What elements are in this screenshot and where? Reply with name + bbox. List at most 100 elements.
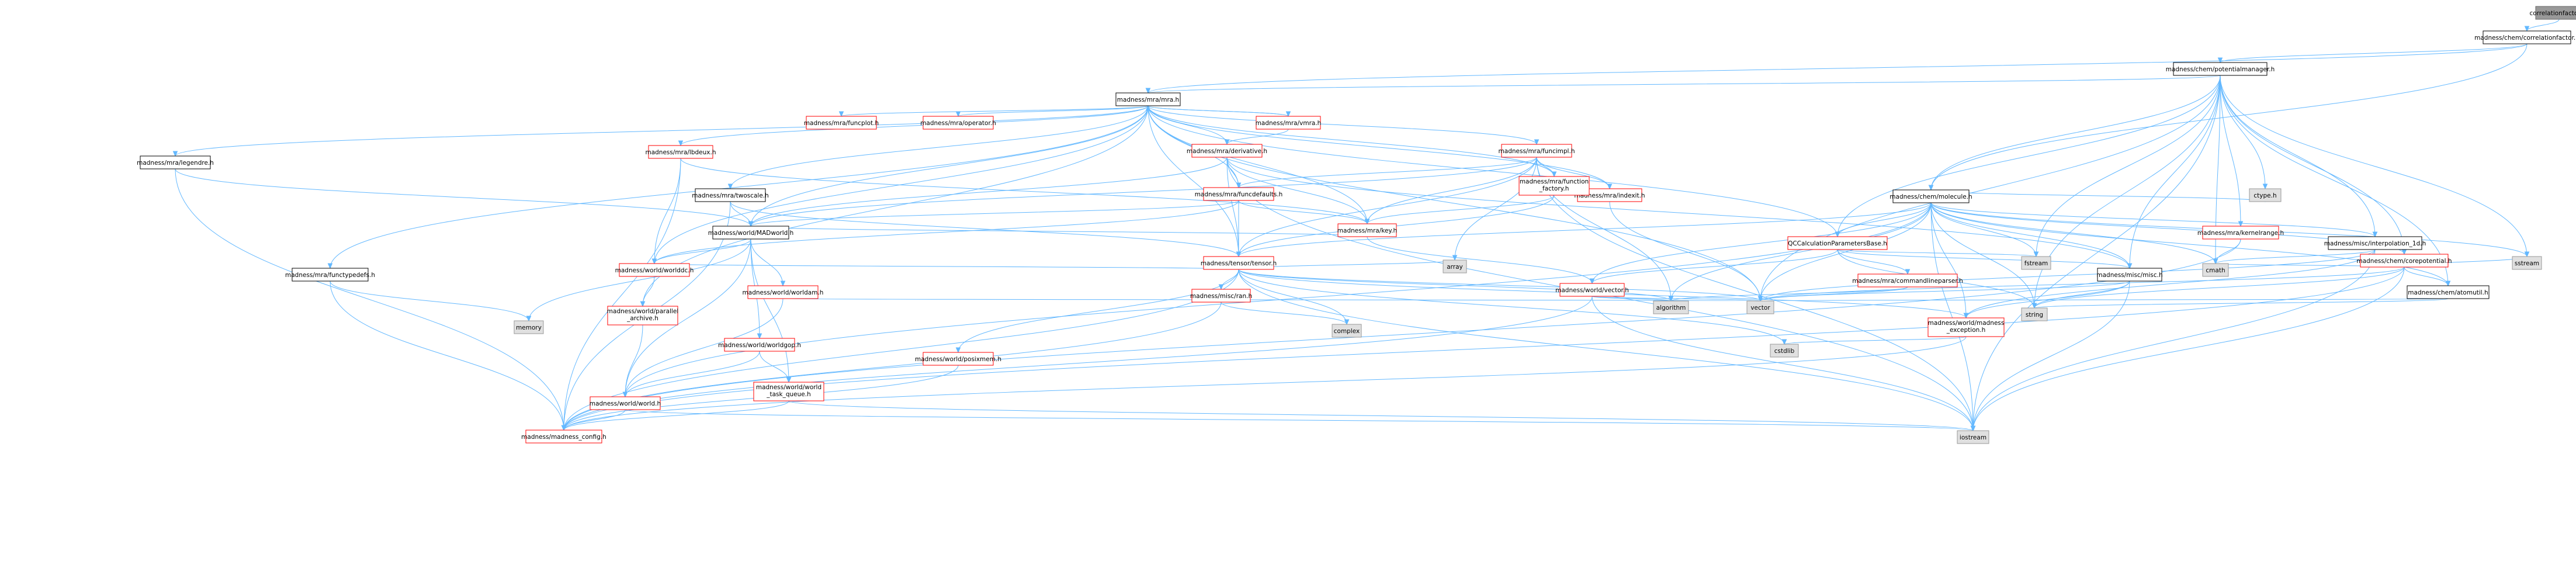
node-funcplot[interactable]: madness/mra/funcplot.h — [804, 116, 879, 130]
node-worldam[interactable]: madness/world/worldam.h — [743, 285, 824, 299]
edge-atomutil-to-vector — [1757, 296, 2449, 302]
edge-funcimpl-to-funcdefaults — [1236, 157, 1537, 189]
node-indexit[interactable]: madness/mra/indexit.h — [1574, 188, 1645, 202]
node-operator[interactable]: madness/mra/operator.h — [920, 116, 996, 130]
node-label-madness_config: madness/madness_config.h — [521, 434, 606, 441]
edge-mra-to-tensor — [1147, 105, 1242, 258]
node-label-string: string — [2026, 311, 2043, 318]
edge-mra-to-funcimpl — [1147, 105, 1540, 146]
node-label-parallel_archive-1: _archive.h — [626, 315, 658, 322]
node-funcimpl[interactable]: madness/mra/funcimpl.h — [1499, 144, 1575, 158]
edge-mol-to-iostream — [1930, 202, 1976, 432]
node-mra[interactable]: madness/mra/mra.h — [1115, 92, 1181, 106]
node-ran[interactable]: madness/misc/ran.h — [1190, 289, 1252, 303]
node-label-root: correlationfactor.cc — [2529, 10, 2576, 17]
edge-tensor-to-madness_config — [561, 269, 1239, 431]
edge-mol-to-fstream — [1930, 202, 2039, 258]
edge-root-to-cf_h — [2524, 19, 2560, 32]
node-derivative[interactable]: madness/mra/derivative.h — [1187, 144, 1267, 158]
node-misc[interactable]: madness/misc/misc.h — [2096, 268, 2163, 282]
edge-mol-to-vector_h — [1589, 202, 1932, 285]
node-world[interactable]: madness/world/world.h — [590, 396, 661, 410]
edge-lbdeux-to-worlddc — [651, 158, 681, 265]
edge-vmra-to-derivative — [1224, 129, 1289, 146]
node-vector_h[interactable]: madness/world/vector.h — [1555, 283, 1629, 297]
node-mol[interactable]: madness/chem/molecule.h — [1889, 189, 1972, 203]
node-label-array: array — [1447, 264, 1463, 271]
edge-funcdefaults-to-worldmra — [748, 200, 1239, 227]
node-worldmra[interactable]: madness/world/MADworld.h — [708, 226, 794, 240]
node-label-pm: madness/chem/potentialmanager.h — [2166, 66, 2275, 73]
node-cmdparser[interactable]: madness/mra/commandlineparser.h — [1852, 273, 1963, 288]
node-label-ffactory-1: _factory.h — [1539, 185, 1569, 192]
node-label-derivative: madness/mra/derivative.h — [1187, 148, 1267, 155]
node-label-funcplot: madness/mra/funcplot.h — [804, 120, 879, 127]
edge-madexc-to-cstdlib — [1781, 336, 1967, 345]
edge-pm-to-kernelrange — [2220, 75, 2244, 227]
edge-funcimpl-to-worldmra — [748, 157, 1537, 227]
node-twoscale[interactable]: madness/mra/twoscale.h — [692, 188, 769, 202]
node-functypedefs[interactable]: madness/mra/functypedefs.h — [285, 268, 375, 282]
node-label-cmath: cmath — [2206, 267, 2225, 274]
node-funcdefaults[interactable]: madness/mra/funcdefaults.h — [1195, 187, 1283, 201]
node-label-taskq-1: _task_queue.h — [766, 391, 811, 398]
node-atomutil[interactable]: madness/chem/atomutil.h — [2407, 285, 2490, 299]
dependency-nodes: correlationfactor.cc madness/chem/correla… — [137, 6, 2576, 444]
node-algorithm: algorithm — [1653, 300, 1689, 314]
node-corepot[interactable]: madness/chem/corepotential.h — [2356, 254, 2452, 268]
node-taskq[interactable]: madness/world/world_task_queue.h — [753, 382, 824, 401]
node-kernelrange[interactable]: madness/mra/kernelrange.h — [2197, 226, 2284, 240]
edge-cf_h-to-pm — [2217, 43, 2528, 64]
edge-corepot-to-atomutil — [2404, 266, 2451, 287]
edge-interp-to-cmath — [2213, 249, 2376, 265]
edge-qccalc-to-vector_h — [1589, 249, 1838, 285]
node-label-funcimpl: madness/mra/funcimpl.h — [1499, 148, 1575, 155]
node-worlddc[interactable]: madness/world/worlddc.h — [615, 263, 694, 277]
node-madexc[interactable]: madness/world/madness_exception.h — [1927, 317, 2005, 337]
node-ctype: ctype.h — [2249, 188, 2282, 202]
edge-funcdefaults-to-key — [1238, 200, 1370, 225]
edge-atomutil-to-string — [2031, 298, 2449, 309]
edge-legendre-to-worldmra — [175, 168, 754, 227]
edge-twoscale-to-tensor — [730, 201, 1242, 258]
node-cstdlib: cstdlib — [1770, 344, 1799, 358]
node-cf_h[interactable]: madness/chem/correlationfactor.h — [2474, 30, 2576, 44]
node-interp[interactable]: madness/misc/interpolation_1d.h — [2324, 236, 2426, 250]
edge-vmra-to-mra — [1145, 105, 1289, 117]
node-tensor[interactable]: madness/tensor/tensor.h — [1201, 256, 1277, 270]
edge-mra-to-lbdeux — [678, 105, 1149, 147]
node-parallel_archive[interactable]: madness/world/parallel_archive.h — [607, 306, 678, 325]
edge-vector_h-to-madness_config — [561, 296, 1593, 431]
node-label-functypedefs: madness/mra/functypedefs.h — [285, 272, 375, 279]
node-worldgop[interactable]: madness/world/worldgop.h — [718, 338, 801, 352]
node-root[interactable]: correlationfactor.cc — [2529, 6, 2576, 20]
edge-mra-to-functypedefs — [327, 105, 1149, 269]
node-lbdeux[interactable]: madness/mra/lbdeux.h — [645, 145, 716, 159]
node-array: array — [1443, 259, 1467, 273]
node-vmra[interactable]: madness/mra/vmra.h — [1256, 116, 1322, 130]
node-legendre[interactable]: madness/mra/legendre.h — [137, 155, 214, 169]
node-qccalc[interactable]: QCCalculationParametersBase.h — [1787, 236, 1888, 250]
node-label-funcdefaults: madness/mra/funcdefaults.h — [1195, 191, 1283, 198]
node-string: string — [2021, 307, 2048, 321]
node-label-mol: madness/chem/molecule.h — [1889, 193, 1972, 200]
edge-mra-to-twoscale — [727, 105, 1149, 190]
node-memory: memory — [514, 320, 544, 334]
edge-pm-to-vector — [1757, 75, 2221, 302]
node-madness_config[interactable]: madness/madness_config.h — [521, 430, 606, 444]
node-posixmem[interactable]: madness/world/posixmem.h — [915, 352, 1001, 366]
edge-mol-to-algorithm — [1668, 202, 1932, 302]
edge-worldmra-to-worlddc — [651, 238, 751, 265]
edge-taskq-to-iostream — [788, 400, 1976, 432]
edge-funcimpl-to-array — [1452, 157, 1537, 261]
node-ffactory[interactable]: madness/mra/function_factory.h — [1518, 176, 1590, 196]
node-label-corepot: madness/chem/corepotential.h — [2356, 258, 2452, 265]
node-label-lbdeux: madness/mra/lbdeux.h — [645, 149, 716, 156]
edge-worldmra-to-taskq — [750, 238, 792, 383]
node-pm[interactable]: madness/chem/potentialmanager.h — [2166, 62, 2275, 76]
edge-pm-to-mra — [1145, 75, 2221, 94]
node-key[interactable]: madness/mra/key.h — [1337, 223, 1397, 237]
edge-funcimpl-to-indexit — [1536, 157, 1613, 190]
node-label-tensor: madness/tensor/tensor.h — [1201, 260, 1277, 267]
